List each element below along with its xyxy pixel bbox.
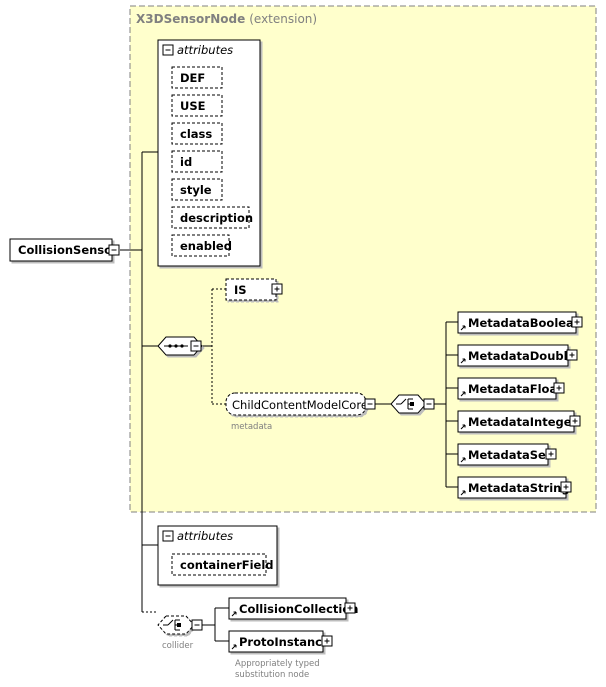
attribute-style[interactable]: style (171, 178, 223, 201)
connectors (120, 151, 458, 642)
attribute-containerfield[interactable]: containerField (171, 553, 274, 576)
childcontentmodelcore-group[interactable]: ChildContentModelCore metadata (225, 392, 376, 432)
collisioncollection-label: CollisionCollection (239, 602, 358, 616)
attribute-class-label: class (180, 127, 212, 141)
expand-icon[interactable] (566, 349, 578, 361)
reference-arrow-icon (460, 457, 466, 463)
collapse-icon[interactable] (191, 619, 203, 631)
metadatadouble-label: MetadataDouble (468, 349, 576, 363)
metadataset-label: MetadataSet (468, 448, 552, 462)
extension-qualifier: (extension) (249, 12, 317, 26)
attribute-use[interactable]: USE (171, 94, 223, 117)
collapse-icon[interactable] (423, 398, 435, 410)
collisionsensor-label: CollisionSensor (18, 243, 118, 257)
attribute-def-label: DEF (180, 71, 205, 85)
collapse-icon[interactable] (162, 530, 174, 542)
sequence-compositor[interactable] (157, 336, 203, 356)
reference-arrow-icon (231, 611, 237, 617)
collapse-icon[interactable] (364, 398, 376, 410)
collapse-icon[interactable] (108, 244, 120, 256)
choice-compositor[interactable] (390, 394, 435, 414)
childcontentmodelcore-label: ChildContentModelCore (232, 398, 368, 412)
protoinstance-label: ProtoInstance (239, 635, 330, 649)
expand-icon[interactable] (553, 382, 565, 394)
attribute-enabled-label: enabled (180, 239, 232, 253)
expand-icon[interactable] (571, 316, 583, 328)
protoinstance-note-line1: Appropriately typed (235, 659, 320, 669)
attribute-description[interactable]: description (171, 206, 253, 229)
expand-icon[interactable] (271, 283, 283, 295)
attributes-group: attributes DEF USE class id style descri… (157, 39, 261, 267)
attributes-title: attributes (177, 43, 233, 57)
metadatainteger-element[interactable]: MetadataInteger (457, 410, 581, 433)
reference-arrow-icon (460, 391, 466, 397)
attribute-id[interactable]: id (171, 150, 223, 173)
childcontentmodelcore-caption: metadata (231, 422, 272, 432)
expand-icon[interactable] (321, 635, 333, 647)
collisionsensor-element[interactable]: CollisionSensor (9, 238, 120, 262)
metadatadouble-element[interactable]: MetadataDouble (457, 344, 578, 367)
attributes-group: attributes containerField (157, 525, 278, 586)
extension-name: X3DSensorNode (136, 12, 245, 26)
reference-arrow-icon (460, 358, 466, 364)
attribute-description-label: description (180, 211, 253, 225)
protoinstance-element[interactable]: ProtoInstance Appropriately typed substi… (228, 630, 333, 680)
reference-arrow-icon (231, 644, 237, 650)
reference-arrow-icon (460, 490, 466, 496)
is-element[interactable]: IS (225, 278, 283, 301)
expand-icon[interactable] (344, 602, 356, 614)
svg-text:X3DSensorNode(extension): X3DSensorNode (extension) (136, 12, 317, 26)
attribute-enabled[interactable]: enabled (171, 234, 232, 257)
attributes-title: attributes (177, 529, 233, 543)
metadatastring-label: MetadataString (468, 481, 570, 495)
metadatafloat-label: MetadataFloat (468, 382, 563, 396)
collider-caption: collider (162, 641, 194, 651)
collapse-icon[interactable] (190, 340, 202, 352)
reference-arrow-icon (460, 424, 466, 430)
reference-arrow-icon (460, 325, 466, 331)
metadatainteger-label: MetadataInteger (468, 415, 578, 429)
collapse-icon[interactable] (162, 44, 174, 56)
collisioncollection-element[interactable]: CollisionCollection (228, 597, 358, 620)
expand-icon[interactable] (569, 415, 581, 427)
metadataset-element[interactable]: MetadataSet (457, 443, 557, 466)
protoinstance-note-line2: substitution node (235, 670, 309, 680)
attribute-id-label: id (180, 155, 192, 169)
attribute-use-label: USE (180, 99, 206, 113)
attribute-containerfield-label: containerField (180, 558, 274, 572)
metadatastring-element[interactable]: MetadataString (457, 476, 572, 499)
expand-icon[interactable] (560, 481, 572, 493)
is-label: IS (234, 283, 247, 297)
attribute-class[interactable]: class (171, 122, 223, 145)
attribute-style-label: style (180, 183, 212, 197)
metadataboolean-element[interactable]: MetadataBoolean (457, 311, 583, 334)
expand-icon[interactable] (545, 448, 557, 460)
attribute-def[interactable]: DEF (171, 66, 223, 89)
collider-choice-compositor[interactable]: collider (157, 615, 203, 651)
metadataboolean-label: MetadataBoolean (468, 316, 582, 330)
metadatafloat-element[interactable]: MetadataFloat (457, 377, 565, 400)
